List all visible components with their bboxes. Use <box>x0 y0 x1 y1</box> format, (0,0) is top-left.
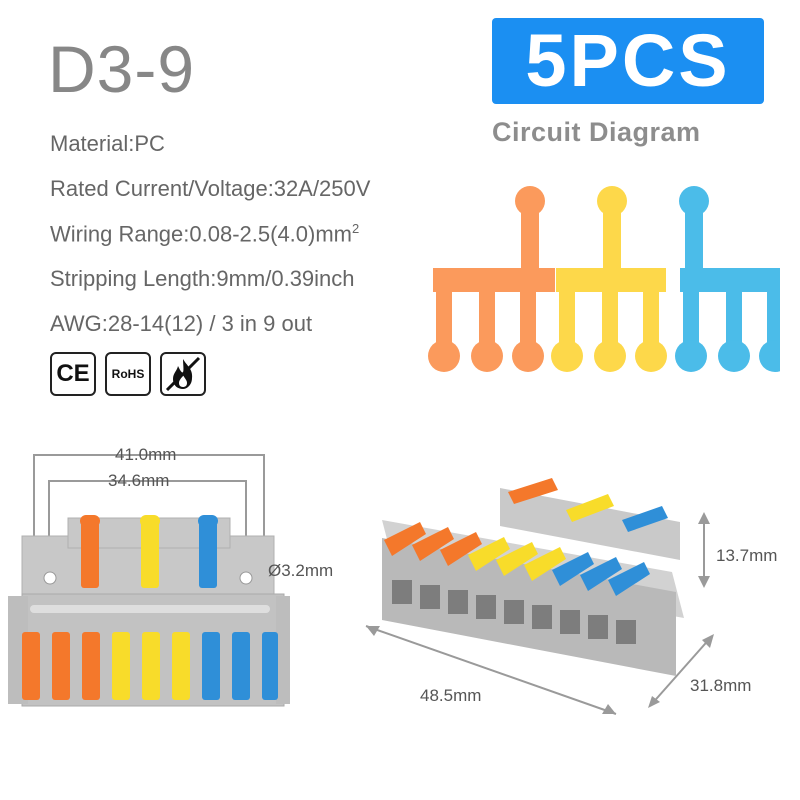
wire-entry-holes <box>392 580 636 644</box>
circuit-diagram <box>428 186 780 372</box>
spec-awg: AWG:28-14(12) / 3 in 9 out <box>50 311 313 336</box>
model-title: D3-9 <box>48 32 196 106</box>
output-levers <box>22 632 278 700</box>
dimension-inner-width: 34.6mm <box>108 471 170 490</box>
circuit-group-yellow <box>551 186 667 372</box>
perspective-dimension-lines <box>365 512 714 715</box>
dimension-outer-width: 41.0mm <box>115 445 177 464</box>
circuit-group-blue <box>675 186 780 372</box>
spec-wiring-range-superscript: 2 <box>352 221 360 236</box>
dimension-length: 48.5mm <box>420 686 482 705</box>
spec-material: Material:PC <box>50 131 165 156</box>
spec-wiring-range: Wiring Range:0.08-2.5(4.0)mm2 <box>50 221 359 247</box>
circuit-group-orange <box>428 186 555 372</box>
dimension-hole-diameter: Ø3.2mm <box>268 561 334 580</box>
circuit-diagram-title: Circuit Diagram <box>492 117 701 147</box>
rohs-mark-icon: RoHS <box>105 352 151 396</box>
connector-perspective-view <box>365 478 714 715</box>
connector-front-view <box>8 454 290 707</box>
input-levers <box>80 515 218 588</box>
ce-mark-icon: CE <box>50 352 96 396</box>
spec-rated-current: Rated Current/Voltage:32A/250V <box>50 176 371 201</box>
flame-retardant-svg <box>165 356 201 392</box>
flame-retardant-icon <box>160 352 206 396</box>
spec-wiring-range-text: Wiring Range:0.08-2.5(4.0)mm <box>50 221 353 247</box>
dimension-height: 13.7mm <box>716 546 778 565</box>
dimension-depth: 31.8mm <box>690 676 752 695</box>
perspective-output-levers <box>384 522 650 596</box>
quantity-badge: 5PCS <box>492 18 764 104</box>
spec-stripping-length: Stripping Length:9mm/0.39inch <box>50 266 355 291</box>
perspective-input-levers <box>508 478 668 532</box>
